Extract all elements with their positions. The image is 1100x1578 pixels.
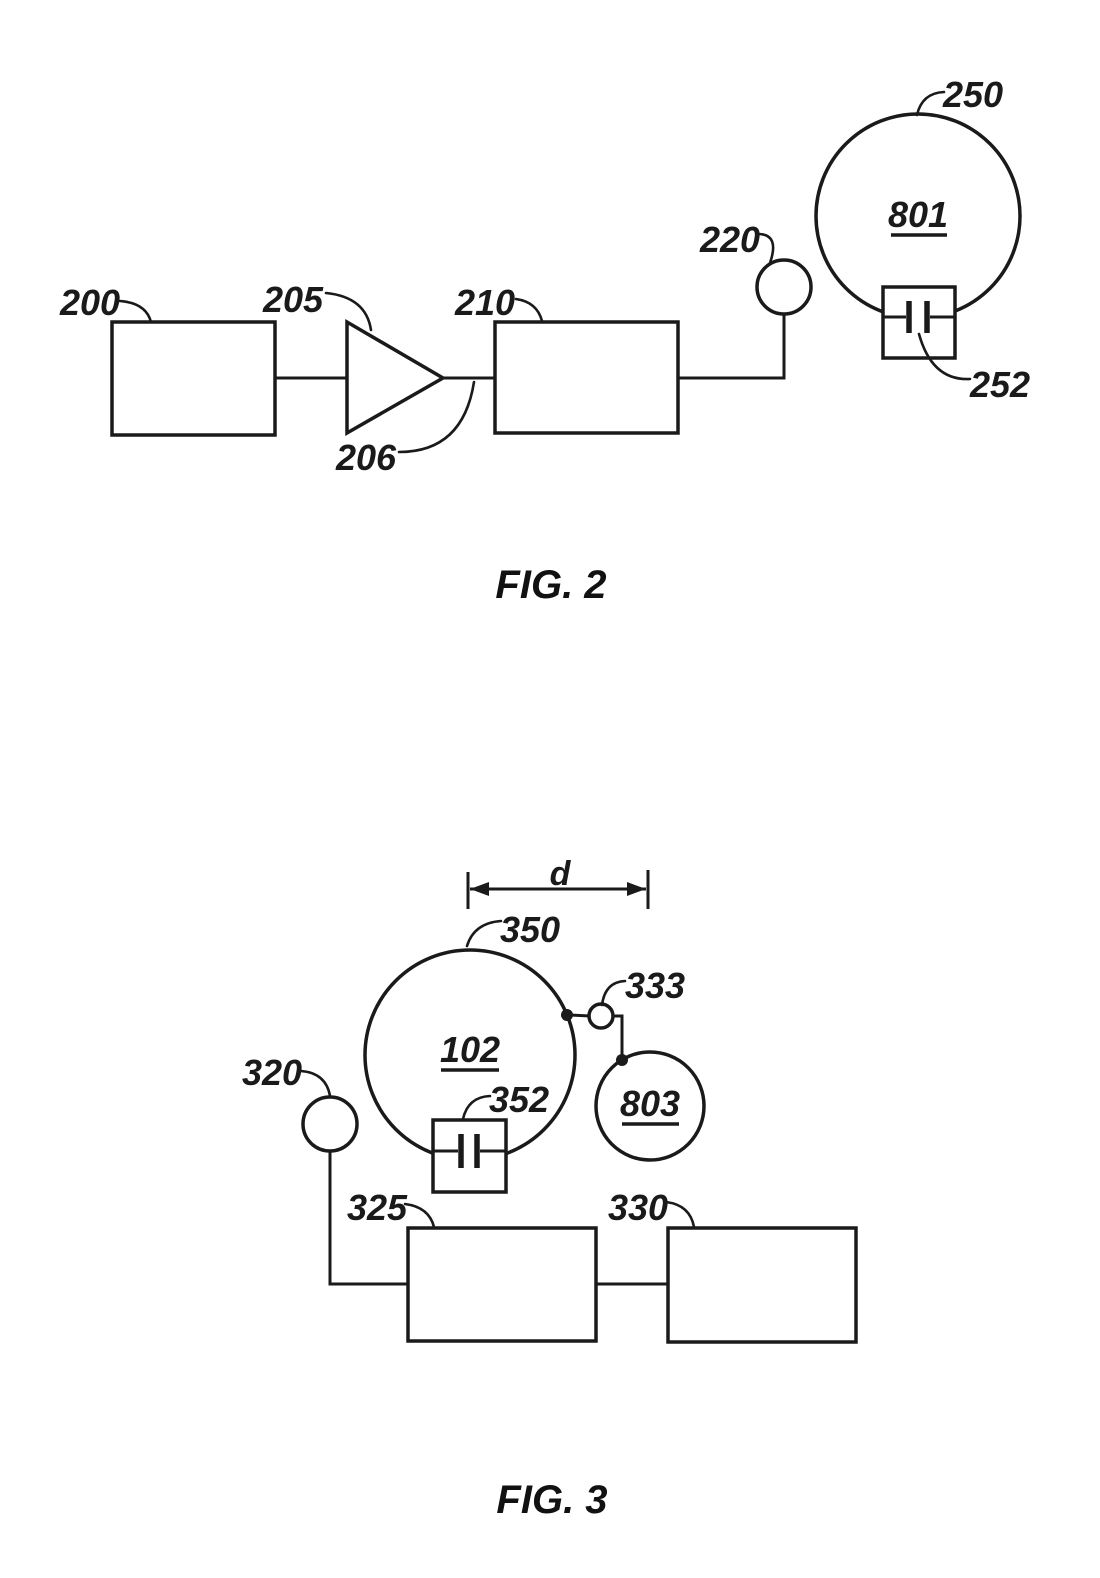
leader-325 <box>403 1202 436 1229</box>
node-333-circle <box>587 1002 615 1030</box>
block-325 <box>406 1226 598 1343</box>
leader-220 <box>756 232 775 265</box>
wire-210-to-coil <box>678 314 786 380</box>
block-330 <box>666 1226 858 1344</box>
leader-333 <box>600 979 627 1007</box>
leader-210 <box>514 297 544 323</box>
ref-label-350: 350 <box>500 909 560 950</box>
leader-350 <box>465 919 503 948</box>
figure-2: 200 205 210 206 220 250 801 252 FIG. 2 <box>59 74 1030 607</box>
junction-dot-350 <box>561 1009 573 1021</box>
ref-label-250: 250 <box>942 74 1003 115</box>
ref-label-205: 205 <box>262 279 324 320</box>
leader-320 <box>299 1069 332 1098</box>
figure-3: d 350 333 102 352 803 <box>242 855 858 1522</box>
leader-330 <box>664 1200 696 1229</box>
ref-label-320: 320 <box>242 1052 302 1093</box>
leader-206 <box>397 380 476 454</box>
ref-label-206: 206 <box>335 437 397 478</box>
ref-label-325: 325 <box>347 1187 408 1228</box>
wire-coil-to-325 <box>328 1151 408 1286</box>
ref-label-102: 102 <box>440 1029 500 1070</box>
sphere-803-circle <box>594 1050 706 1162</box>
leader-205 <box>324 291 373 332</box>
amplifier-triangle <box>345 318 447 437</box>
junction-dot-803 <box>616 1054 628 1066</box>
dimension-arrow-right <box>627 882 646 896</box>
ref-label-220: 220 <box>699 219 760 260</box>
ref-label-330: 330 <box>608 1187 668 1228</box>
ref-label-210: 210 <box>454 282 515 323</box>
ref-label-801: 801 <box>888 194 948 235</box>
figure-2-caption: FIG. 2 <box>495 563 606 607</box>
ref-label-252: 252 <box>969 364 1030 405</box>
ref-label-803: 803 <box>620 1083 680 1124</box>
block-200 <box>110 320 277 437</box>
ref-label-333: 333 <box>625 965 685 1006</box>
leader-352 <box>461 1094 492 1121</box>
leader-200 <box>118 299 153 324</box>
capacitor-352-box <box>431 1118 508 1194</box>
dimension-arrow-left <box>470 882 489 896</box>
block-210 <box>493 320 680 435</box>
dimension-label: d <box>550 855 572 893</box>
ref-label-200: 200 <box>59 282 120 323</box>
leader-252 <box>917 332 972 381</box>
figure-3-caption: FIG. 3 <box>496 1478 607 1522</box>
capacitor-252-box <box>881 285 957 360</box>
wire-node-to-803 <box>613 1014 624 1056</box>
leader-250 <box>915 90 946 117</box>
ref-label-352: 352 <box>489 1079 549 1120</box>
wire-350-to-node <box>569 1013 591 1018</box>
coil-320-circle <box>301 1095 359 1153</box>
coil-220-circle <box>755 258 813 316</box>
